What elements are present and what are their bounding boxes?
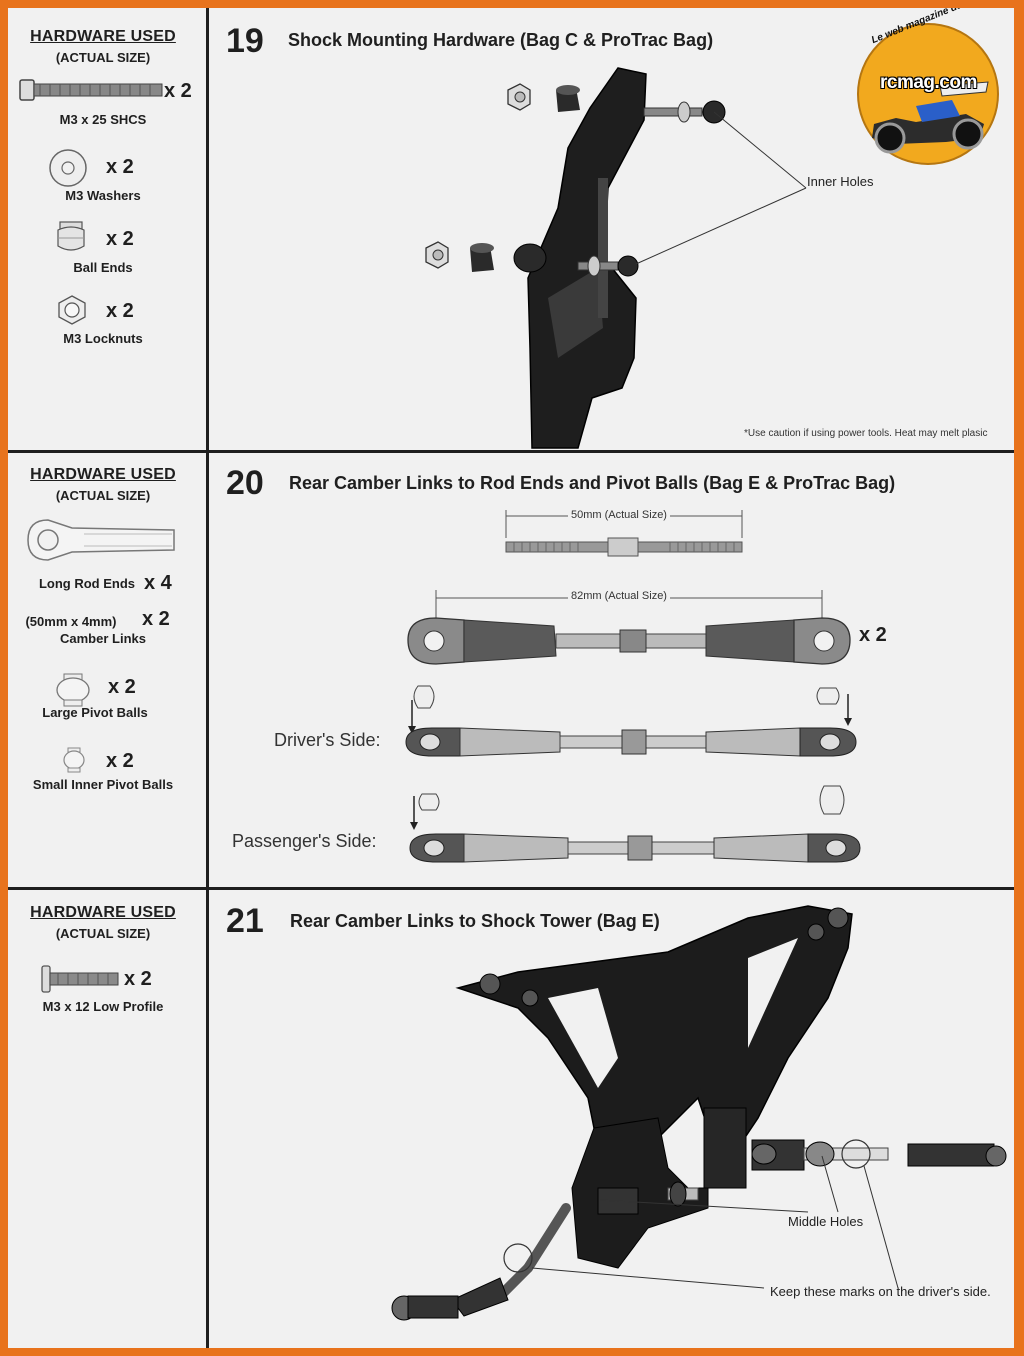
part-label: M3 x 12 Low Profile [42, 999, 164, 1014]
part-label: (50mm x 4mm) [25, 614, 117, 629]
step-title: Rear Camber Links to Rod Ends and Pivot … [289, 473, 896, 493]
dimension-50mm: 50mm (Actual Size) [568, 509, 670, 521]
assembly-qty: x 2 [859, 624, 887, 646]
step-number: 21 [226, 902, 264, 940]
part-qty: x 2 [106, 750, 134, 772]
rod-end-icon [27, 519, 175, 561]
part-qty: x 2 [164, 80, 192, 102]
caution-note: *Use caution if using power tools. Heat … [744, 428, 988, 439]
step-number: 19 [226, 22, 264, 60]
hardware-subtitle: (ACTUAL SIZE) [55, 926, 151, 941]
part-label: M3 Washers [65, 188, 141, 203]
hardware-title: HARDWARE USED [30, 904, 176, 921]
step-number: 20 [226, 464, 264, 502]
part-label: Camber Links [60, 631, 146, 646]
part-qty: x 2 [124, 968, 152, 990]
low-profile-screw-icon [41, 965, 119, 993]
callout-keep-marks: Keep these marks on the driver's side. [770, 1284, 991, 1299]
part-label: Small Inner Pivot Balls [32, 777, 174, 792]
shock-tower-illustration [391, 905, 1007, 1321]
instruction-page: HARDWARE USED (ACTUAL SIZE) x 2 M3 x 25 … [8, 8, 1014, 1348]
part-label: M3 x 25 SHCS [59, 112, 147, 127]
section-divider [8, 887, 1014, 890]
large-pivot-ball-icon [56, 673, 90, 707]
drivers-side-assembly [405, 685, 857, 757]
part-label: Long Rod Ends [38, 576, 136, 591]
logo-name: rcmag.com [880, 72, 977, 93]
camber-link-50mm [505, 510, 743, 557]
hardware-title: HARDWARE USED [30, 466, 176, 483]
part-qty: x 2 [106, 228, 134, 250]
step-title: Rear Camber Links to Shock Tower (Bag E) [290, 911, 660, 931]
step-title: Shock Mounting Hardware (Bag C & ProTrac… [288, 30, 714, 50]
column-divider [206, 8, 209, 1348]
passengers-side-assembly [409, 785, 861, 863]
part-label: Ball Ends [73, 260, 133, 275]
passengers-side-label: Passenger's Side: [232, 831, 377, 851]
section-divider [8, 450, 1014, 453]
part-qty: x 2 [106, 156, 134, 178]
shock-mount-illustration [425, 67, 807, 449]
part-qty: x 2 [142, 608, 170, 630]
part-qty: x 2 [108, 676, 136, 698]
part-qty: x 2 [106, 300, 134, 322]
callout-middle-holes: Middle Holes [788, 1214, 864, 1229]
washer-icon [49, 149, 87, 187]
rcmag-logo-icon [857, 23, 999, 165]
camber-link-assembled [407, 590, 851, 665]
dimension-82mm: 82mm (Actual Size) [568, 590, 670, 602]
callout-inner-holes: Inner Holes [807, 174, 874, 189]
drivers-side-label: Driver's Side: [274, 730, 381, 750]
hardware-title: HARDWARE USED [30, 28, 176, 45]
hardware-subtitle: (ACTUAL SIZE) [55, 488, 151, 503]
part-label: M3 Locknuts [63, 331, 143, 346]
shcs-screw-icon [19, 79, 163, 101]
part-label: Large Pivot Balls [42, 705, 148, 720]
part-qty: x 4 [144, 572, 172, 594]
hardware-subtitle: (ACTUAL SIZE) [55, 50, 151, 65]
ball-end-icon [57, 221, 85, 251]
locknut-icon [58, 295, 86, 325]
small-pivot-ball-icon [63, 747, 85, 773]
